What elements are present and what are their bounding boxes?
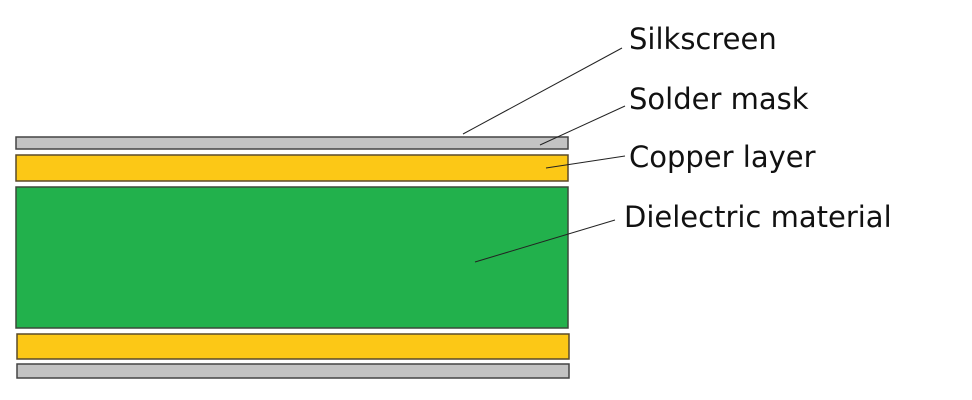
- bottom-copper-layer: [16, 333, 570, 360]
- copper-layer-label: Copper layer: [629, 140, 816, 174]
- copper-leader-line: [545, 155, 626, 169]
- silkscreen-label: Silkscreen: [629, 22, 777, 56]
- solder-mask-label: Solder mask: [629, 82, 809, 116]
- dielectric-leader-line: [474, 219, 616, 263]
- top-copper-layer: [15, 154, 569, 182]
- dielectric-label: Dielectric material: [624, 200, 892, 234]
- dielectric-layer: [15, 186, 569, 329]
- solder-mask-leader-line: [539, 105, 626, 146]
- silkscreen-leader-line: [462, 47, 623, 135]
- bottom-silkscreen-layer: [16, 363, 570, 379]
- top-silkscreen-layer: [15, 136, 569, 150]
